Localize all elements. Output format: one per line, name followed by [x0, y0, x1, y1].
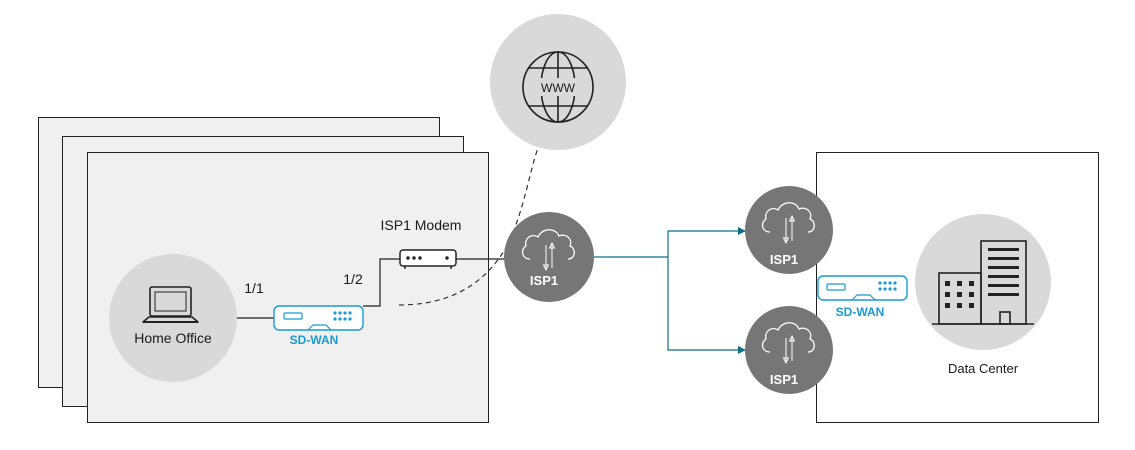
sdwan-home-appliance: SD-WAN	[273, 305, 364, 347]
isp-top-node: ISP1	[745, 186, 833, 274]
globe-icon	[522, 51, 594, 123]
sdwan-home-label: SD-WAN	[290, 333, 339, 347]
sdwan-appliance-icon	[817, 275, 908, 301]
modem-node: ISP1 Modem	[381, 217, 462, 269]
isp-bottom-label: ISP1	[770, 372, 798, 387]
isp-bottom-node: ISP1	[745, 306, 833, 394]
sdwan-dc-appliance: SD-WAN	[817, 275, 908, 319]
isp-top-label: ISP1	[770, 252, 798, 267]
data-center-label: Data Center	[948, 361, 1019, 376]
sdwan-dc-label: SD-WAN	[836, 305, 885, 319]
port-label-1-2: 1/2	[343, 271, 363, 287]
modem-label: ISP1 Modem	[381, 217, 462, 233]
building-icon	[932, 240, 1034, 325]
home-office-stack	[38, 117, 489, 423]
home-office-node: Home Office	[109, 254, 237, 382]
home-office-label: Home Office	[134, 330, 212, 346]
isp-center-label: ISP1	[530, 273, 558, 288]
wire-sdwan-modem	[363, 258, 400, 307]
modem-icon	[399, 249, 457, 269]
building-windows	[945, 248, 1019, 308]
isp-center-node: ISP1	[504, 212, 594, 302]
sdwan-appliance-icon	[273, 305, 364, 331]
isp-links	[594, 227, 746, 354]
laptop-icon	[142, 286, 199, 323]
port-label-1-1: 1/1	[244, 280, 264, 296]
internet-label: WWW	[541, 81, 576, 95]
data-center-node: Data Center	[915, 214, 1051, 376]
internet-node: WWW	[490, 14, 626, 150]
